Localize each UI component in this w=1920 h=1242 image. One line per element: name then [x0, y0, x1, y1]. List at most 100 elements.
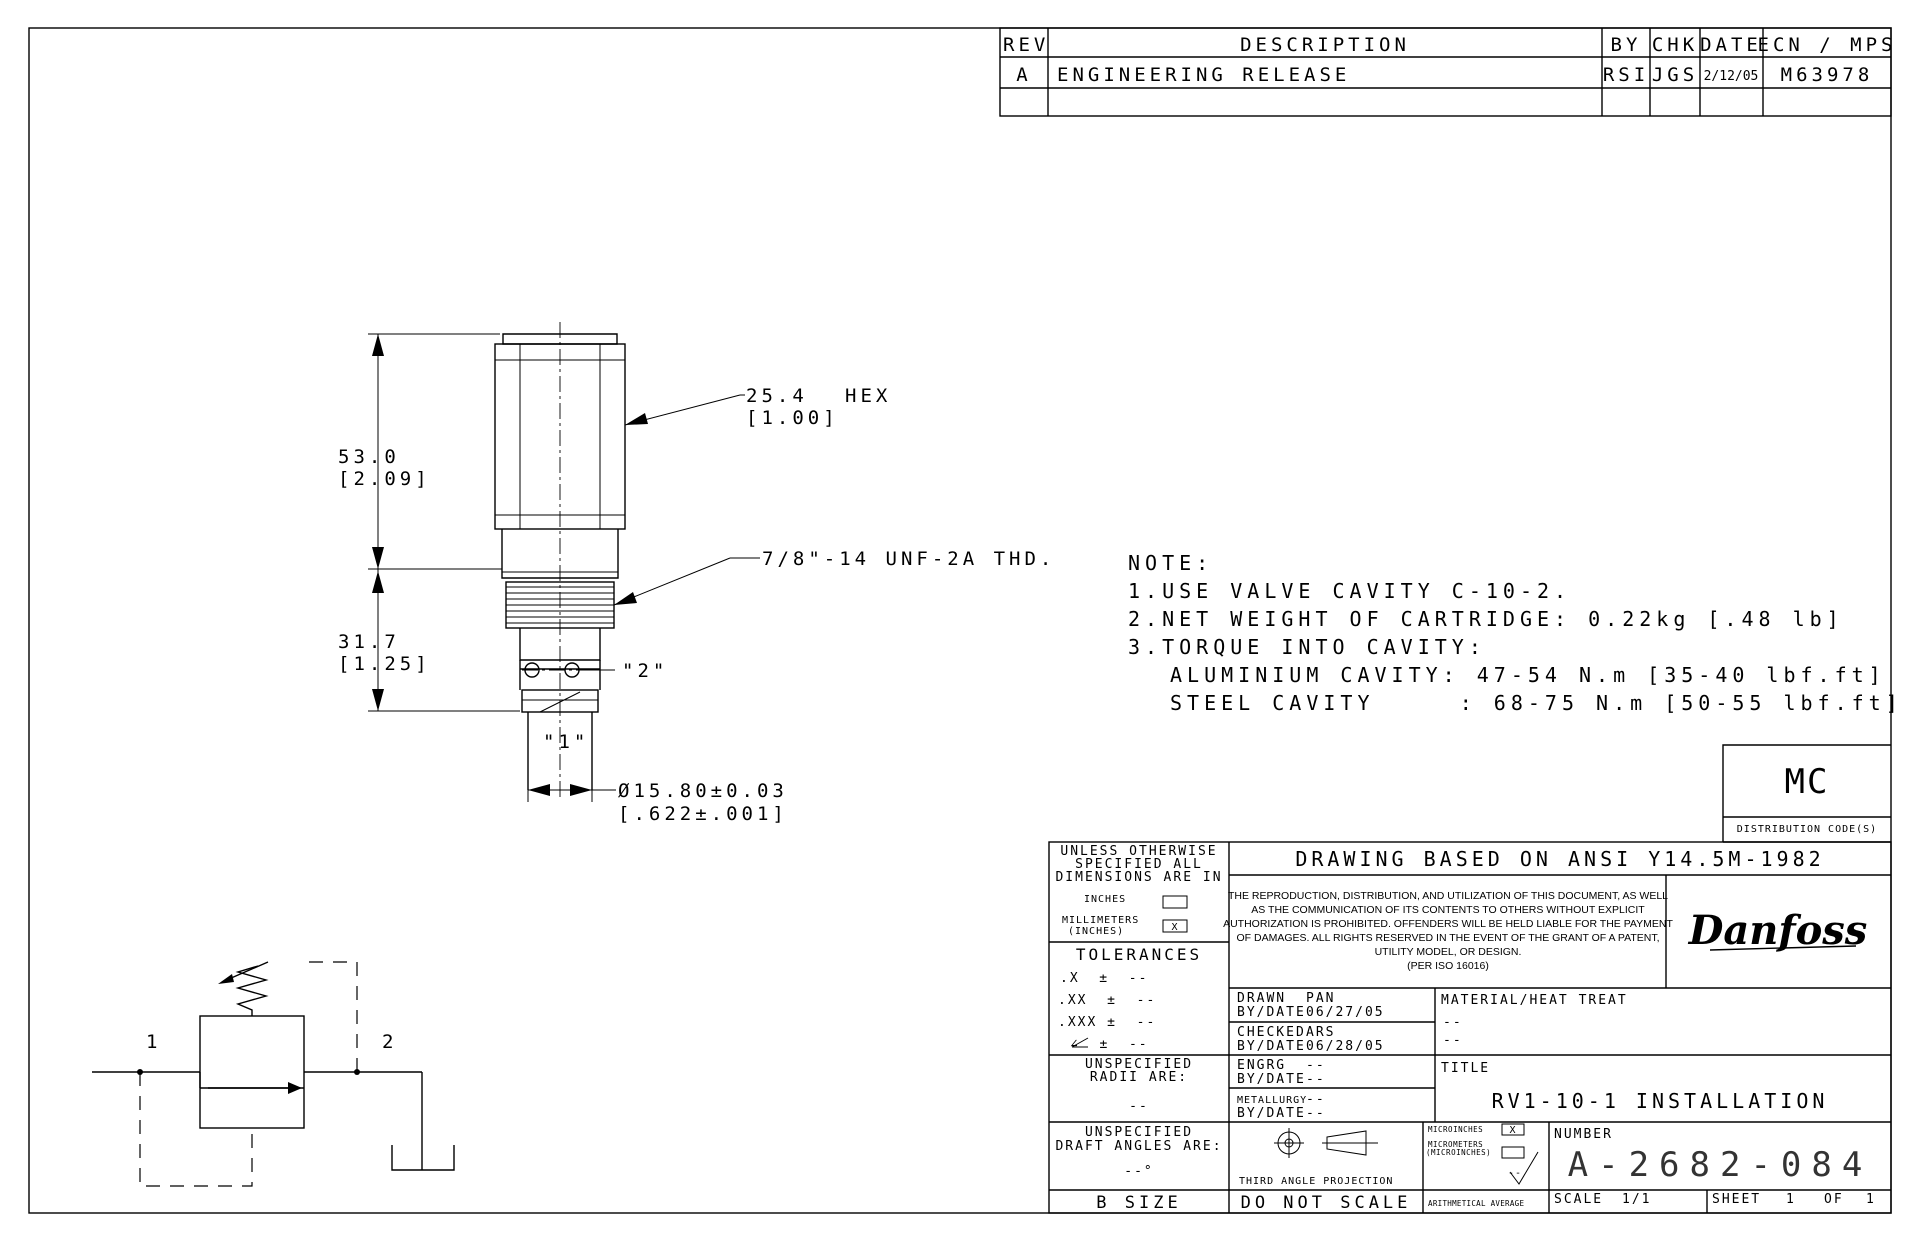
port-1-label: "1" [543, 731, 589, 753]
checked-bydate-label: BY/DATE [1237, 1039, 1306, 1054]
note-3-steel: STEEL CAVITY : 68-75 N.m [50-55 lbf.ft] [1170, 691, 1903, 715]
date-header: DATE [1700, 34, 1762, 56]
schematic-port-1: 1 [146, 1031, 161, 1053]
hex-label: HEX [845, 385, 891, 407]
note-3: 3.TORQUE INTO CAVITY: [1128, 635, 1486, 659]
chk-header: CHK [1652, 34, 1698, 56]
cartridge-drawing [494, 322, 626, 800]
tolerances-heading: TOLERANCES [1076, 945, 1202, 964]
projection-label: THIRD ANGLE PROJECTION [1239, 1176, 1393, 1187]
drawn-date: 06/27/05 [1306, 1005, 1385, 1020]
rev-header: REV [1003, 34, 1049, 56]
sheet-number: 1 [1786, 1192, 1796, 1207]
units-header-2: SPECIFIED ALL [1075, 857, 1203, 872]
overall-length-mm: 53.0 [338, 446, 400, 468]
drawn-label: DRAWN [1237, 991, 1286, 1006]
drawn-bydate-label: BY/DATE [1237, 1005, 1306, 1020]
ansi-standard: DRAWING BASED ON ANSI Y14.5M-1982 [1295, 847, 1824, 871]
port-2-label: "2" [622, 660, 668, 682]
sheet-total: 1 [1866, 1192, 1876, 1207]
scale-label: SCALE [1554, 1192, 1603, 1207]
metallurgy-by: -- [1306, 1092, 1326, 1107]
note-3-aluminium: ALUMINIUM CAVITY: 47-54 N.m [35-40 lbf.f… [1170, 663, 1886, 687]
valve-envelope [199, 1015, 305, 1129]
by-header: BY [1611, 34, 1642, 56]
radii-header-1: UNSPECIFIED [1085, 1057, 1193, 1072]
tolerance-xxx: .XXX ± -- [1058, 1015, 1156, 1030]
revision-block: REV DESCRIPTION BY CHK DATE ECN / MPS A … [999, 27, 1897, 117]
micro-paren-label: (MICROINCHES) [1426, 1148, 1491, 1157]
legal-line-3: AUTHORIZATION IS PROHIBITED. OFFENDERS W… [1223, 918, 1673, 930]
material-value: -- [1443, 1015, 1463, 1030]
title-block [1048, 841, 1892, 1214]
hydraulic-schematic [92, 961, 455, 1187]
engrg-by: -- [1306, 1058, 1326, 1073]
heat-treat-value: -- [1443, 1033, 1463, 1048]
material-label: MATERIAL/HEAT TREAT [1441, 993, 1628, 1008]
notes-heading: NOTE: [1128, 551, 1213, 575]
date-value: 2/12/05 [1704, 69, 1759, 84]
surface-finish-value: -- [1508, 1168, 1522, 1179]
engrg-label: ENGRG [1237, 1058, 1286, 1073]
dimension-lines [368, 333, 760, 802]
thread-callout: 7/8"-14 UNF-2A THD. [762, 548, 1055, 570]
metallurgy-date: -- [1306, 1106, 1326, 1121]
hex-dimension-inches: [1.00] [746, 407, 839, 429]
radii-header-2: RADII ARE: [1090, 1070, 1188, 1085]
drawing-number: A-2682-084 [1568, 1145, 1873, 1185]
micrometers-label: MICROMETERS [1428, 1140, 1483, 1149]
tolerance-x: .X ± -- [1060, 971, 1148, 986]
legal-line-6: (PER ISO 16016) [1407, 960, 1489, 972]
rev-value: A [1016, 64, 1031, 86]
units-header-3: DIMENSIONS ARE IN [1055, 870, 1222, 885]
diameter-inches: [.622±.001] [618, 803, 788, 825]
arithmetical-average-label: ARITHMETICAL AVERAGE [1428, 1199, 1524, 1208]
draft-header-2: DRAFT ANGLES ARE: [1055, 1139, 1222, 1154]
units-inches: INCHES [1084, 894, 1126, 905]
legal-line-4: OF DAMAGES. ALL RIGHTS RESERVED IN THE E… [1236, 932, 1659, 944]
description-value: ENGINEERING RELEASE [1057, 64, 1350, 86]
units-header-1: UNLESS OTHERWISE [1060, 844, 1217, 859]
schematic-port-2: 2 [382, 1031, 397, 1053]
lower-length-inches: [1.25] [338, 653, 431, 675]
legal-line-2: AS THE COMMUNICATION OF ITS CONTENTS TO … [1251, 904, 1645, 916]
hex-dimension: 25.4 [746, 385, 808, 407]
lower-length-mm: 31.7 [338, 631, 400, 653]
sheet-size: B SIZE [1096, 1193, 1181, 1213]
tolerance-angle: ∠ ± -- [1070, 1037, 1149, 1052]
note-1: 1.USE VALVE CAVITY C-10-2. [1128, 579, 1571, 603]
description-header: DESCRIPTION [1240, 34, 1410, 56]
ecn-value: M63978 [1781, 64, 1874, 86]
units-millimeters: MILLIMETERS [1062, 915, 1139, 926]
checked-label: CHECKED [1237, 1025, 1306, 1040]
mm-checkbox-mark: X [1171, 922, 1178, 933]
note-2: 2.NET WEIGHT OF CARTRIDGE: 0.22kg [.48 l… [1128, 607, 1844, 631]
of-label: OF [1824, 1192, 1844, 1207]
drawn-by: PAN [1306, 991, 1335, 1006]
microinches-label: MICROINCHES [1428, 1125, 1483, 1134]
metallurgy-bydate-label: BY/DATE [1237, 1106, 1306, 1121]
checked-by: ARS [1306, 1025, 1335, 1040]
title-label: TITLE [1441, 1061, 1490, 1076]
sheet-border [28, 27, 1892, 1214]
overall-length-inches: [2.09] [338, 468, 431, 490]
by-value: RSI [1603, 64, 1649, 86]
engrg-bydate-label: BY/DATE [1237, 1072, 1306, 1087]
draft-header-1: UNSPECIFIED [1085, 1125, 1193, 1140]
legal-line-5: UTILITY MODEL, OR DESIGN. [1375, 946, 1522, 958]
checked-date: 06/28/05 [1306, 1039, 1385, 1054]
chk-value: JGS [1652, 64, 1698, 86]
units-inches-paren: (INCHES) [1068, 926, 1124, 937]
draft-value: --° [1124, 1164, 1153, 1179]
ecn-header: ECN / MPS [1758, 34, 1897, 56]
legal-line-1: THE REPRODUCTION, DISTRIBUTION, AND UTIL… [1228, 890, 1668, 902]
do-not-scale: DO NOT SCALE [1241, 1193, 1412, 1213]
microinches-checkbox-mark: X [1509, 1125, 1516, 1136]
radii-value: -- [1129, 1099, 1149, 1114]
scale-value: 1/1 [1622, 1192, 1651, 1207]
diameter-mm: Ø15.80±0.03 [618, 780, 788, 802]
number-label: NUMBER [1554, 1127, 1613, 1142]
tank-symbol [391, 1145, 455, 1171]
distribution-code: MC [1785, 762, 1830, 802]
